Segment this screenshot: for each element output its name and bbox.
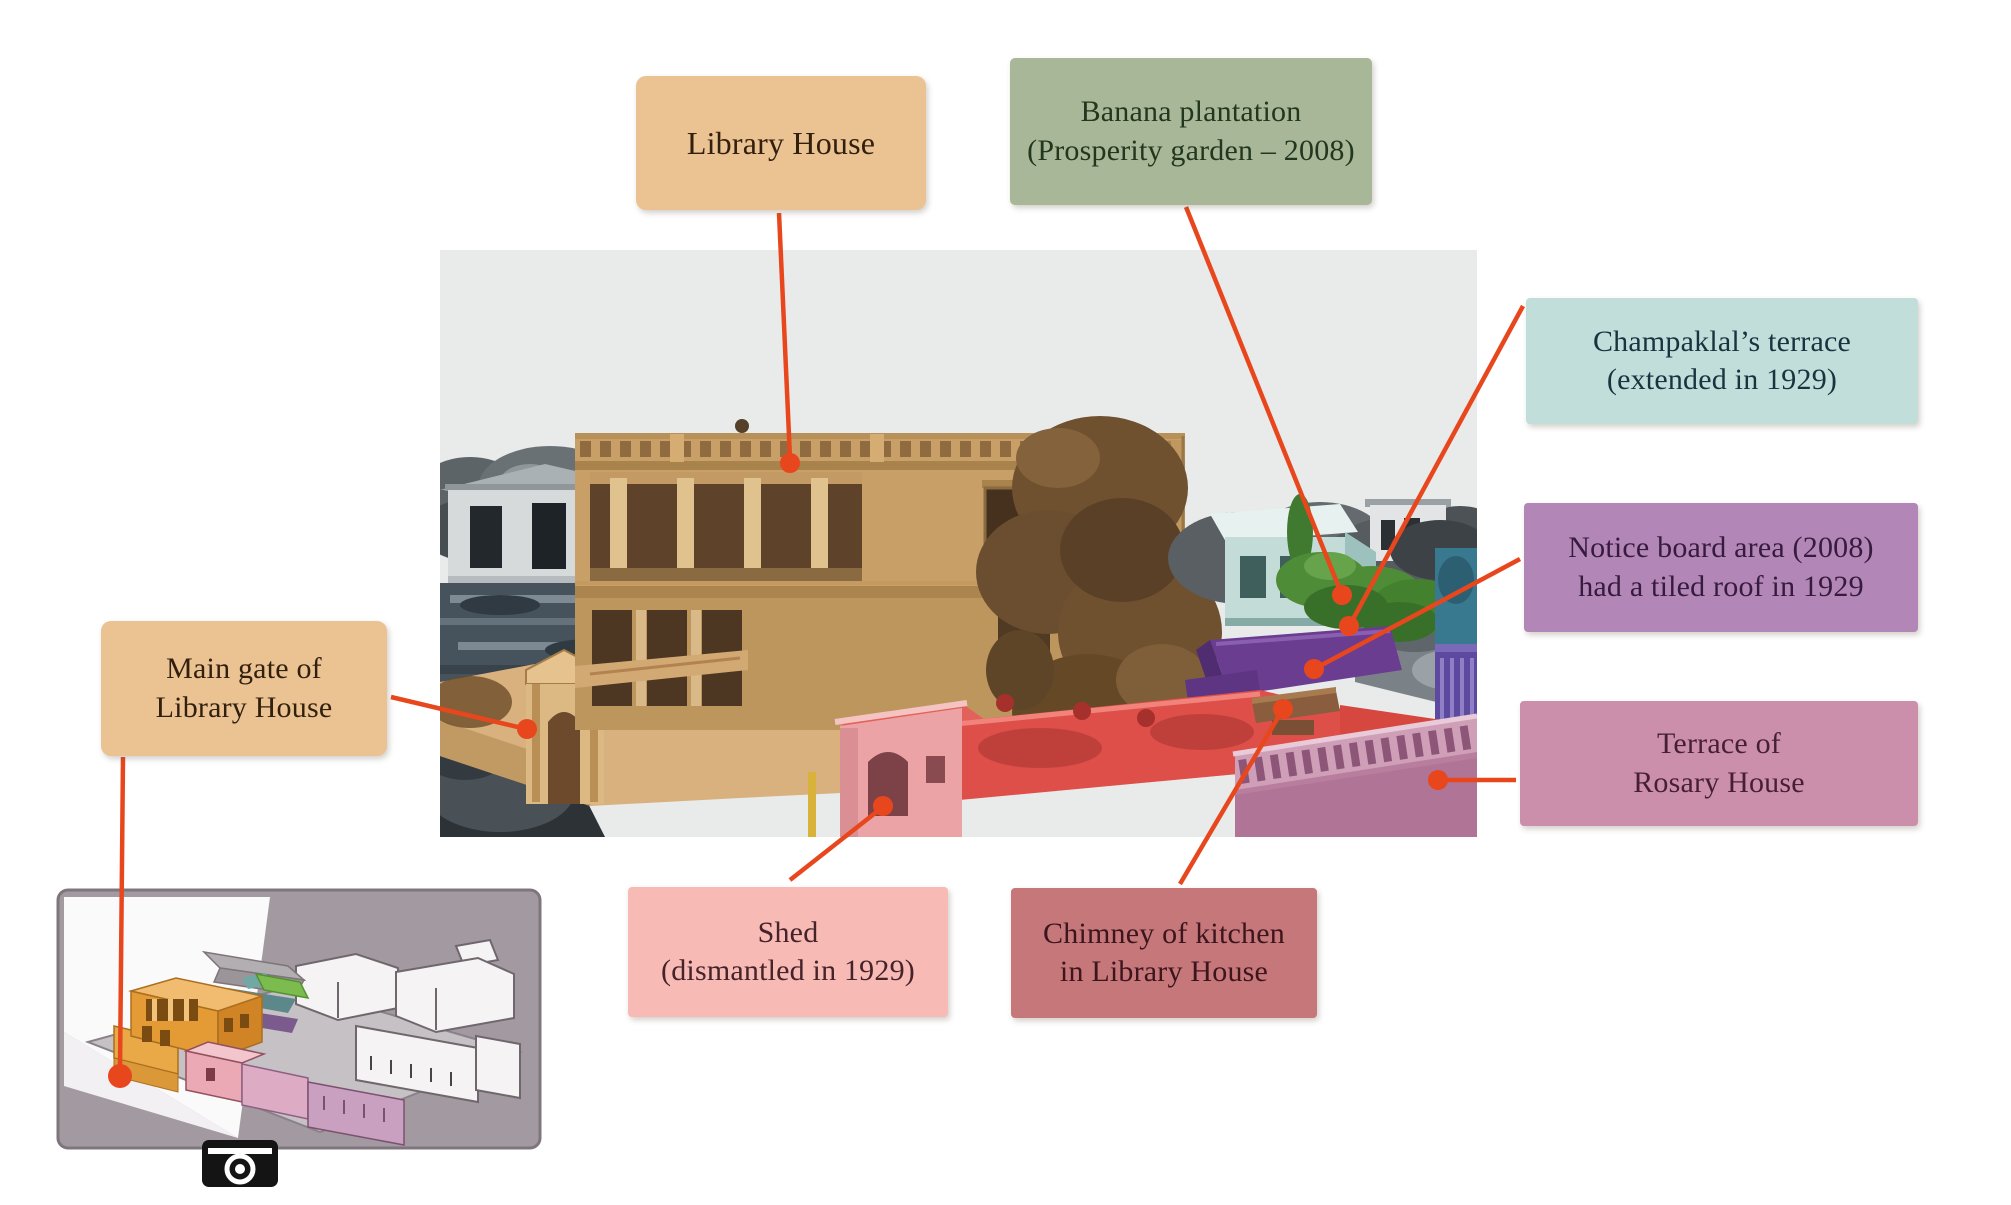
label-library-house-text: Library House xyxy=(686,124,876,161)
label-rosary-terrace: Terrace of Rosary House xyxy=(1520,701,1918,826)
label-champaklal-terrace-text: Champaklal’s terrace (extended in 1929) xyxy=(1592,324,1852,396)
label-main-gate-text: Main gate of Library House xyxy=(155,652,333,724)
label-chimney: Chimney of kitchen in Library House xyxy=(1011,888,1317,1018)
label-chimney-text: Chimney of kitchen in Library House xyxy=(1043,916,1285,988)
label-notice-board-area: Notice board area (2008) had a tiled roo… xyxy=(1524,503,1918,632)
label-rosary-terrace-text: Terrace of Rosary House xyxy=(1633,727,1805,799)
label-banana-plantation: Banana plantation (Prosperity garden – 2… xyxy=(1010,58,1372,205)
inset-pink-buildings xyxy=(183,1041,405,1146)
label-main-gate: Main gate of Library House xyxy=(101,621,387,756)
label-shed: Shed (dismantled in 1929) xyxy=(628,887,948,1017)
label-shed-text: Shed (dismantled in 1929) xyxy=(661,915,915,987)
inset-lineart-buildings xyxy=(295,938,521,1104)
label-banana-plantation-text: Banana plantation (Prosperity garden – 2… xyxy=(1027,95,1355,167)
inset-library-house xyxy=(113,977,265,1093)
label-champaklal-terrace: Champaklal’s terrace (extended in 1929) xyxy=(1526,298,1918,424)
label-notice-board-area-text: Notice board area (2008) had a tiled roo… xyxy=(1568,531,1874,603)
shed-building xyxy=(834,700,968,837)
camera-icon xyxy=(202,1140,278,1187)
site-plan-inset xyxy=(56,888,542,1187)
label-library-house: Library House xyxy=(636,76,926,210)
balcony-strip-right xyxy=(1435,548,1477,732)
historical-photo xyxy=(440,250,1477,837)
rosary-terrace-photo xyxy=(1232,713,1477,837)
